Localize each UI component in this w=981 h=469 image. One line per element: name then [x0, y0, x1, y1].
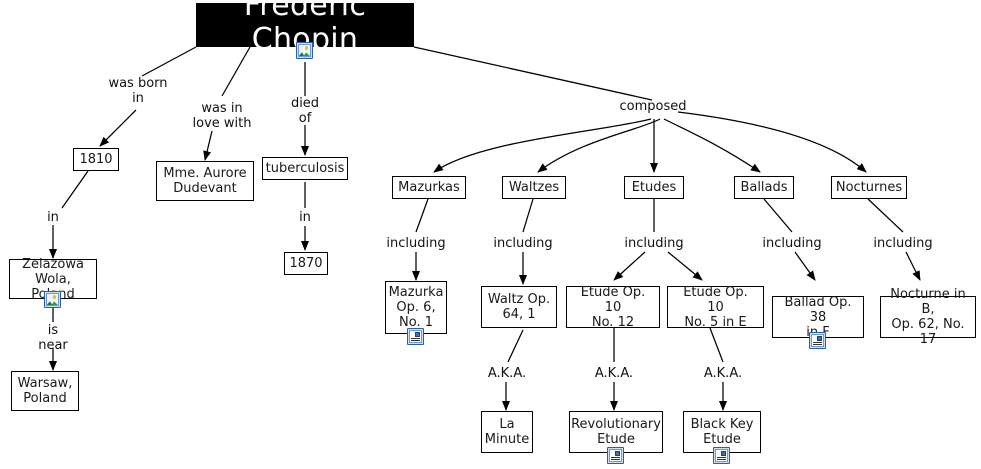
document-icon-glyph	[715, 449, 728, 462]
node-etude-op10-no12[interactable]: Etude Op. 10 No. 12	[566, 285, 660, 330]
node-lover[interactable]: Mme. Aurore Dudevant	[156, 161, 254, 201]
edge-including-ballad	[794, 251, 816, 281]
node-disease[interactable]: tuberculosis	[262, 157, 348, 180]
node-etudes[interactable]: Etudes	[624, 176, 684, 199]
doc-thumb-shape	[721, 451, 726, 456]
link-label-was-in-love-with: was in love with	[192, 101, 252, 131]
edge-1810-in	[61, 170, 89, 209]
hill-shape	[299, 52, 310, 56]
edge-including-etude12	[613, 251, 646, 281]
edge-composed-waltzes	[537, 118, 661, 173]
document-icon-glyph	[409, 330, 422, 343]
image-icon-birthplace[interactable]	[44, 291, 61, 308]
node-warsaw[interactable]: Warsaw, Poland	[11, 371, 79, 411]
node-la-minute[interactable]: La Minute	[481, 411, 533, 453]
node-year-died[interactable]: 1870	[284, 252, 328, 275]
link-label-aka-etude12: A.K.A.	[594, 366, 634, 381]
edge-composed-nocturnes	[677, 111, 867, 173]
node-waltz-piece[interactable]: Waltz Op. 64, 1	[481, 286, 557, 328]
link-label-including-nocturnes: including	[873, 236, 933, 251]
doc-thumb-shape	[415, 332, 420, 337]
edge-waltz-aka	[507, 329, 524, 363]
document-icon-ballad[interactable]	[809, 332, 826, 349]
edge-root-composed	[413, 46, 653, 101]
image-icon[interactable]	[296, 42, 313, 59]
link-label-was-born-in: was born in	[108, 76, 168, 106]
doc-thumb-shape	[615, 451, 620, 456]
link-label-died-of: died of	[290, 96, 320, 126]
edge-nocturnes-including	[867, 198, 904, 233]
link-label-composed: composed	[619, 99, 687, 114]
node-mazurka-piece[interactable]: Mazurka Op. 6, No. 1	[385, 281, 447, 334]
edge-waltzes-including	[522, 198, 534, 233]
link-label-aka-etude5: A.K.A.	[703, 366, 743, 381]
hill2-shape	[302, 52, 310, 56]
node-year-born[interactable]: 1810	[73, 148, 119, 171]
root-node-title[interactable]: Frederic Chopin	[196, 0, 414, 57]
link-label-aka-waltz: A.K.A.	[487, 366, 527, 381]
document-icon-revolutionary[interactable]	[607, 447, 624, 464]
sun-shape	[304, 46, 308, 50]
hill2-shape	[50, 301, 58, 305]
node-nocturne-piece[interactable]: Nocturne in B, Op. 62, No. 17	[880, 287, 976, 347]
link-label-in-year-died: in	[299, 210, 311, 225]
link-label-in-birthplace: in	[47, 210, 59, 225]
link-label-including-mazurkas: including	[386, 236, 446, 251]
node-birthplace[interactable]: Zelazowa Wola, Poland	[9, 257, 97, 302]
edge-including-etude5	[667, 251, 703, 281]
link-label-including-waltzes: including	[493, 236, 553, 251]
doc-thumb-shape	[817, 336, 822, 341]
edge-composed-ballads	[663, 118, 761, 173]
node-nocturnes[interactable]: Nocturnes	[831, 176, 907, 199]
node-etude-op10-no5[interactable]: Etude Op. 10 No. 5 in E	[667, 285, 764, 330]
sun-shape	[52, 295, 56, 299]
edge-including-nocturne	[905, 251, 921, 281]
edge-root-born	[141, 46, 197, 77]
link-label-is-near: is near	[38, 323, 68, 353]
node-waltzes[interactable]: Waltzes	[502, 176, 566, 199]
edge-composed-mazurkas	[433, 118, 652, 173]
document-icon-glyph	[609, 449, 622, 462]
edge-born-1810	[99, 109, 137, 147]
image-icon-glyph	[46, 293, 59, 306]
node-revolutionary-etude[interactable]: Revolutionary Etude	[569, 411, 663, 453]
link-label-including-ballads: including	[762, 236, 822, 251]
document-icon-glyph	[811, 334, 824, 347]
edge-etude5-aka	[709, 327, 724, 363]
image-icon-glyph	[298, 44, 311, 57]
document-icon-mazurka[interactable]	[407, 328, 424, 345]
node-mazurkas[interactable]: Mazurkas	[392, 176, 466, 199]
edge-ballads-including	[763, 198, 793, 233]
edge-love-mme	[203, 130, 213, 161]
node-ballad-piece[interactable]: Ballad Op. 38 in F	[772, 295, 864, 340]
node-ballads[interactable]: Ballads	[734, 176, 794, 199]
link-label-including-etudes: including	[624, 236, 684, 251]
edge-mazurkas-including	[415, 198, 429, 233]
document-icon-blackkey[interactable]	[713, 447, 730, 464]
hill-shape	[47, 301, 58, 305]
